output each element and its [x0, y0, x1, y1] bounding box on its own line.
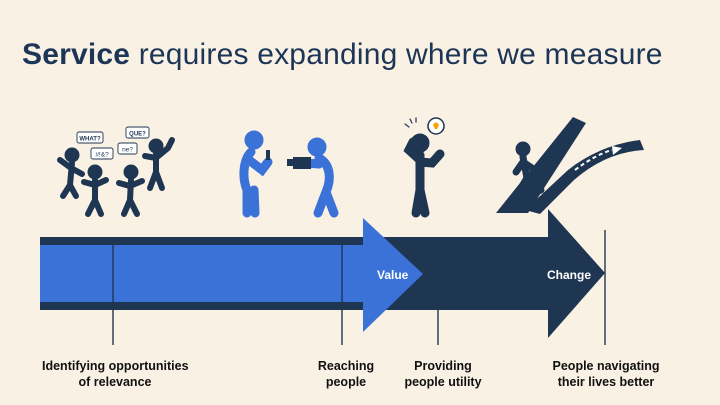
- stage-1-line2: of relevance: [78, 375, 152, 389]
- bubble-what: WHAT?: [79, 137, 101, 143]
- bubble-ne: ne?: [122, 147, 133, 154]
- change-arrow: [365, 209, 605, 338]
- stage-label-identifying: Identifying opportunities of relevance: [42, 358, 189, 390]
- stage-1-line1: Identifying opportunities: [42, 359, 189, 373]
- stage-4-line1: People navigating: [552, 359, 660, 373]
- bubble-que: QUE?: [129, 132, 146, 138]
- value-label: Value: [377, 268, 409, 282]
- stage-label-reaching: Reaching people: [310, 358, 382, 390]
- idea-person-icon: [403, 117, 445, 218]
- stage-3-line1: Providing: [414, 359, 472, 373]
- camera-person-icon: [287, 137, 339, 218]
- stage-2-line2: people: [325, 375, 367, 389]
- stage-4-line2: their lives better: [557, 375, 655, 389]
- value-arrow: [40, 218, 423, 332]
- interviewer-icon: [239, 130, 273, 218]
- stage-label-providing: Providing people utility: [398, 358, 488, 390]
- title-rest: requires expanding where we measure: [130, 38, 663, 71]
- slide-title: Service requires expanding where we meas…: [22, 38, 663, 72]
- confused-crowd-icon: [57, 126, 175, 217]
- stage-3-line2: people utility: [404, 375, 482, 389]
- stage-label-navigating: People navigating their lives better: [548, 358, 664, 390]
- stage-2-line1: Reaching: [317, 359, 375, 373]
- bubble-symbols: #!&?: [95, 152, 109, 159]
- title-bold: Service: [22, 38, 131, 71]
- change-label: Change: [547, 268, 592, 282]
- climbing-path-icon: [496, 117, 644, 214]
